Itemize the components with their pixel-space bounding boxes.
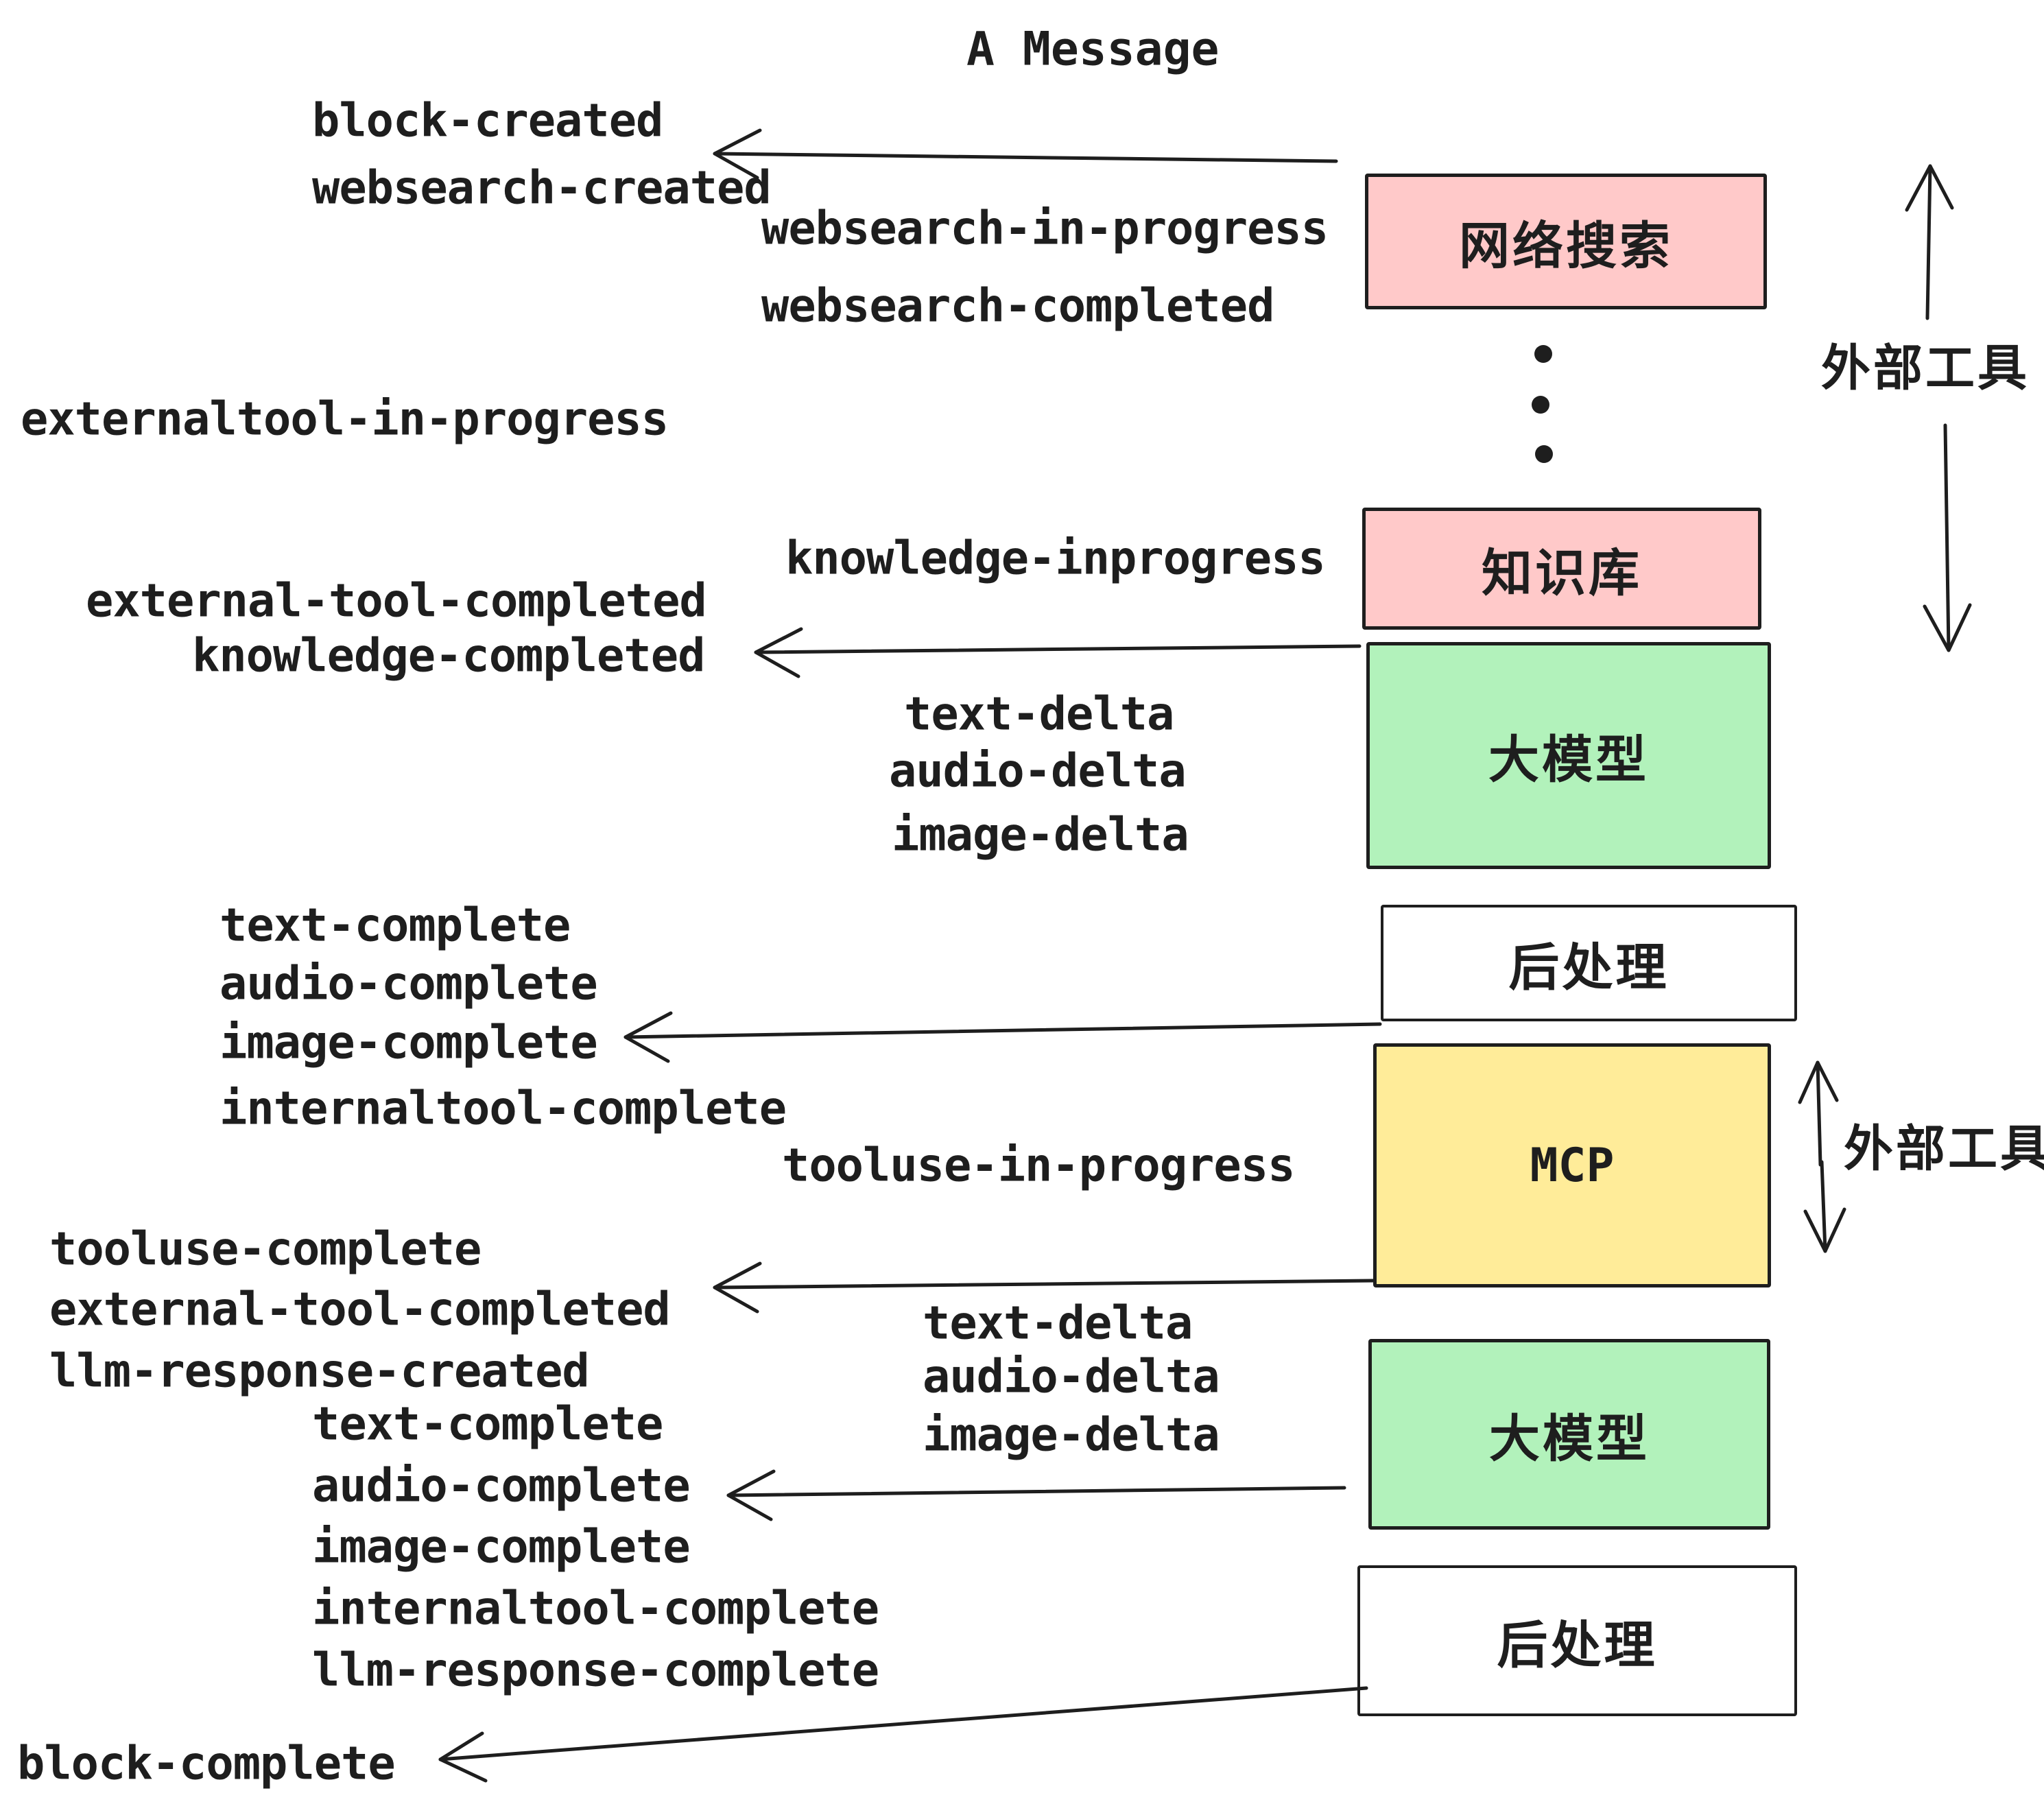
label-image-complete-2: image-complete (312, 1519, 691, 1574)
label-image-delta-2: image-delta (923, 1408, 1220, 1462)
label-internaltool-complete-2: internaltool-complete (312, 1581, 879, 1635)
label-text-complete: text-complete (219, 898, 571, 952)
label-audio-complete-2: audio-complete (312, 1458, 691, 1512)
arrow-to-knowledge-completed (754, 627, 1362, 678)
label-image-delta: image-delta (892, 807, 1189, 862)
label-block-complete: block-complete (17, 1736, 396, 1790)
external-tools-1-up-arrow (1905, 164, 1954, 320)
external-tools-1-down-arrow (1923, 423, 1972, 652)
label-audio-complete: audio-complete (219, 956, 598, 1010)
label-text-complete-2: text-complete (312, 1397, 663, 1451)
box-llm-1: 大模型 (1366, 642, 1771, 869)
label-external-tool-completed-2: external-tool-completed (49, 1282, 671, 1336)
box-knowledge-base-label: 知识库 (1482, 544, 1642, 602)
label-externaltool-in-progress: externaltool-in-progress (21, 392, 669, 446)
label-tooluse-complete: tooluse-complete (49, 1222, 482, 1276)
box-mcp: MCP (1373, 1043, 1771, 1287)
arrow-to-block-created (713, 128, 1338, 180)
arrow-to-block-complete (438, 1686, 1368, 1783)
label-llm-response-created: llm-response-created (49, 1344, 590, 1398)
label-websearch-in-progress: websearch-in-progress (761, 201, 1329, 255)
annotation-external-tools-1: 外部工具 (1821, 341, 2030, 396)
label-websearch-completed: websearch-completed (761, 278, 1274, 333)
label-knowledge-inprogress: knowledge-inprogress (785, 531, 1326, 585)
label-llm-response-complete: llm-response-complete (312, 1643, 879, 1697)
box-knowledge-base: 知识库 (1362, 508, 1761, 630)
box-llm-1-label: 大模型 (1488, 731, 1649, 788)
box-web-search: 网络搜索 (1365, 174, 1767, 309)
label-audio-delta: audio-delta (889, 744, 1187, 798)
label-text-delta-2: text-delta (923, 1296, 1193, 1350)
box-post-process-1-label: 后处理 (1508, 938, 1669, 996)
label-internaltool-complete: internaltool-complete (219, 1081, 787, 1135)
external-tools-2-up-arrow (1798, 1060, 1839, 1167)
label-text-delta: text-delta (904, 687, 1174, 741)
label-image-complete: image-complete (219, 1015, 598, 1069)
annotation-external-tools-2: 外部工具 (1844, 1121, 2044, 1177)
external-tools-2-down-arrow (1803, 1160, 1846, 1253)
label-tooluse-in-progress: tooluse-in-progress (782, 1138, 1295, 1192)
box-web-search-label: 网络搜索 (1459, 217, 1673, 274)
ellipsis-dots (1532, 345, 1553, 463)
box-llm-2-label: 大模型 (1489, 1410, 1650, 1467)
diagram-title: A Message (966, 22, 1220, 77)
label-block-created: block-created (312, 93, 663, 147)
arrow-to-image-complete (623, 1011, 1382, 1063)
arrow-to-audio-complete (726, 1469, 1346, 1521)
box-llm-2: 大模型 (1368, 1339, 1770, 1530)
box-post-process-2-label: 后处理 (1497, 1616, 1658, 1674)
box-post-process-2: 后处理 (1357, 1565, 1797, 1716)
label-external-tool-completed: external-tool-completed (86, 573, 707, 628)
label-knowledge-completed: knowledge-completed (192, 628, 705, 683)
label-websearch-created: websearch-created (312, 161, 772, 215)
label-audio-delta-2: audio-delta (923, 1349, 1220, 1403)
box-mcp-label: MCP (1530, 1138, 1615, 1193)
box-post-process-1: 后处理 (1381, 905, 1797, 1021)
